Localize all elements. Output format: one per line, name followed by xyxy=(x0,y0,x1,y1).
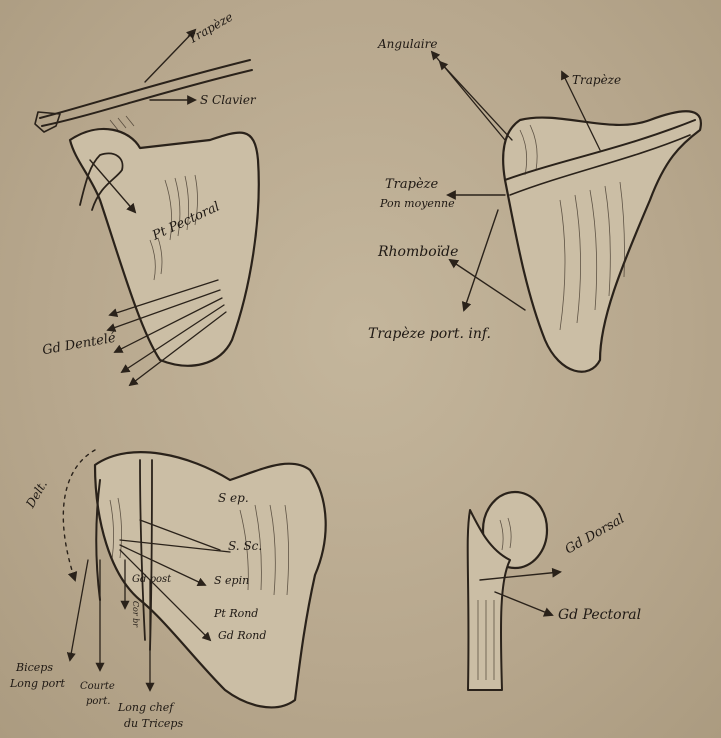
label-rhomboide: Rhomboïde xyxy=(378,245,458,259)
label-long-chef-line2: du Triceps xyxy=(124,718,183,729)
label-trapeze-inf: Trapèze port. inf. xyxy=(368,327,491,341)
label-gd-pectoral: Gd Pectoral xyxy=(558,608,641,622)
label-s-sc: S. Sc. xyxy=(228,540,262,552)
label-trapeze-moyenne-line1: Trapèze xyxy=(385,178,438,191)
label-s-clavier: S Clavier xyxy=(200,94,256,106)
label-cor-br: Cor br xyxy=(131,601,139,627)
scapula-muscle-figure xyxy=(63,450,325,707)
label-trapeze-right: Trapèze xyxy=(572,74,621,86)
label-s-ep: S ep. xyxy=(218,492,249,504)
label-courte-line1: Courte xyxy=(80,682,115,692)
label-gd-rond: Gd Rond xyxy=(218,630,266,641)
label-long-chef-line1: Long chef xyxy=(118,702,173,713)
scapula-anterior-figure xyxy=(35,30,259,385)
scapula-posterior-figure xyxy=(432,52,701,372)
label-s-epin: S epin xyxy=(214,575,249,586)
humerus-figure xyxy=(468,492,560,690)
label-trapeze-moyenne-line2: Pon moyenne xyxy=(380,198,455,209)
label-biceps-line2: Long port xyxy=(10,678,65,689)
label-courte-line2: port. xyxy=(86,697,110,707)
label-biceps-line1: Biceps xyxy=(16,662,53,673)
label-gd-post: Gd post xyxy=(132,575,171,585)
label-pt-rond: Pt Rond xyxy=(214,608,258,619)
label-angulaire: Angulaire xyxy=(378,38,437,50)
